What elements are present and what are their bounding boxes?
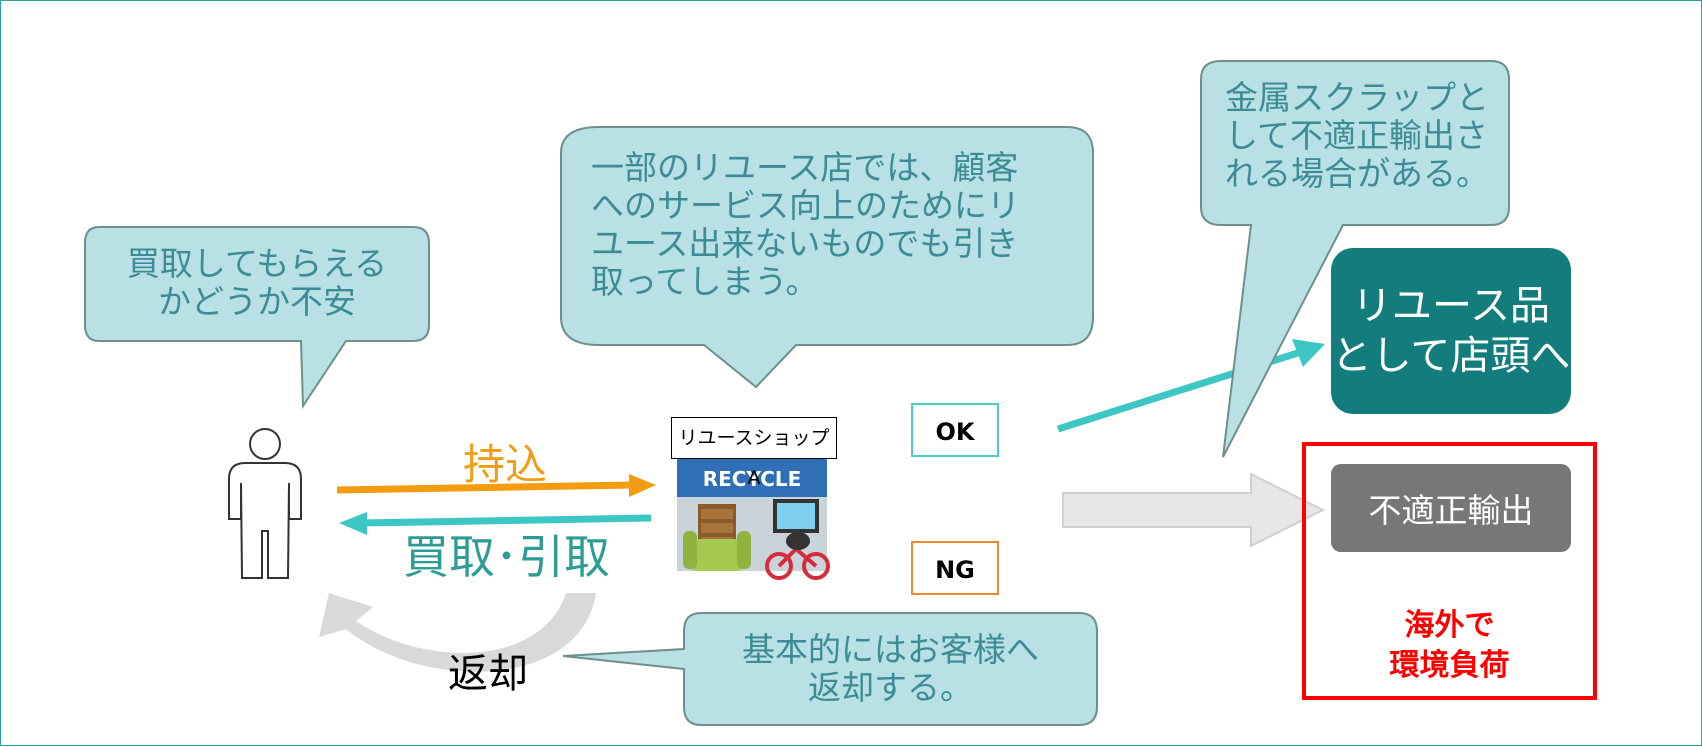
purchase-arrow-head [339, 512, 367, 535]
purchase-label: 買取･引取 [403, 530, 610, 584]
return-label: 返却 [448, 651, 528, 697]
ok-box: OK [911, 403, 999, 457]
person-icon [228, 428, 302, 579]
ng-box: NG [911, 541, 999, 595]
customer-bubble-text: 買取してもらえる かどうか不安 [126, 244, 388, 321]
environmental-impact-frame [1302, 442, 1597, 700]
return-bubble-shape [562, 612, 1098, 726]
shop-bubble-text: 一部のリユース店では、顧客 へのサービス向上のためにリ ユース出来ないものでも引… [591, 148, 1020, 301]
illegal-export-box: 不適正輸出 [1331, 464, 1571, 552]
scrap-bubble-text: 金属スクラップと して不適正輸出さ れる場合がある。 [1225, 78, 1489, 193]
illegal-export-text: 不適正輸出 [1368, 491, 1534, 530]
recycle-sign-text: RECYCLE [703, 467, 802, 491]
gray-export-arrow [1062, 472, 1326, 548]
customer-bubble-shape [84, 226, 430, 410]
bring-in-arrow-line [336, 481, 634, 494]
scrap-bubble-shape [1200, 60, 1510, 458]
bring-in-arrow-head [629, 474, 656, 497]
return-bubble-text: 基本的にはお客様へ 返却する。 [742, 630, 1039, 707]
bring-in-label: 持込 [463, 440, 548, 489]
reuse-outcome-box: リユース品 として店頭へ [1331, 248, 1571, 414]
reuse-outcome-text: リユース品 として店頭へ [1331, 283, 1571, 379]
shop-name-label: リユースショップA [671, 417, 837, 489]
recycle-shop-icon: RECYCLE [677, 459, 830, 580]
environmental-impact-text: 海外で 環境負荷 [1389, 608, 1510, 683]
ok-arrow-head [1292, 339, 1325, 367]
shop-bubble-shape [560, 126, 1094, 389]
return-curve-arrow [319, 593, 596, 672]
purchase-arrow-line [362, 514, 652, 527]
